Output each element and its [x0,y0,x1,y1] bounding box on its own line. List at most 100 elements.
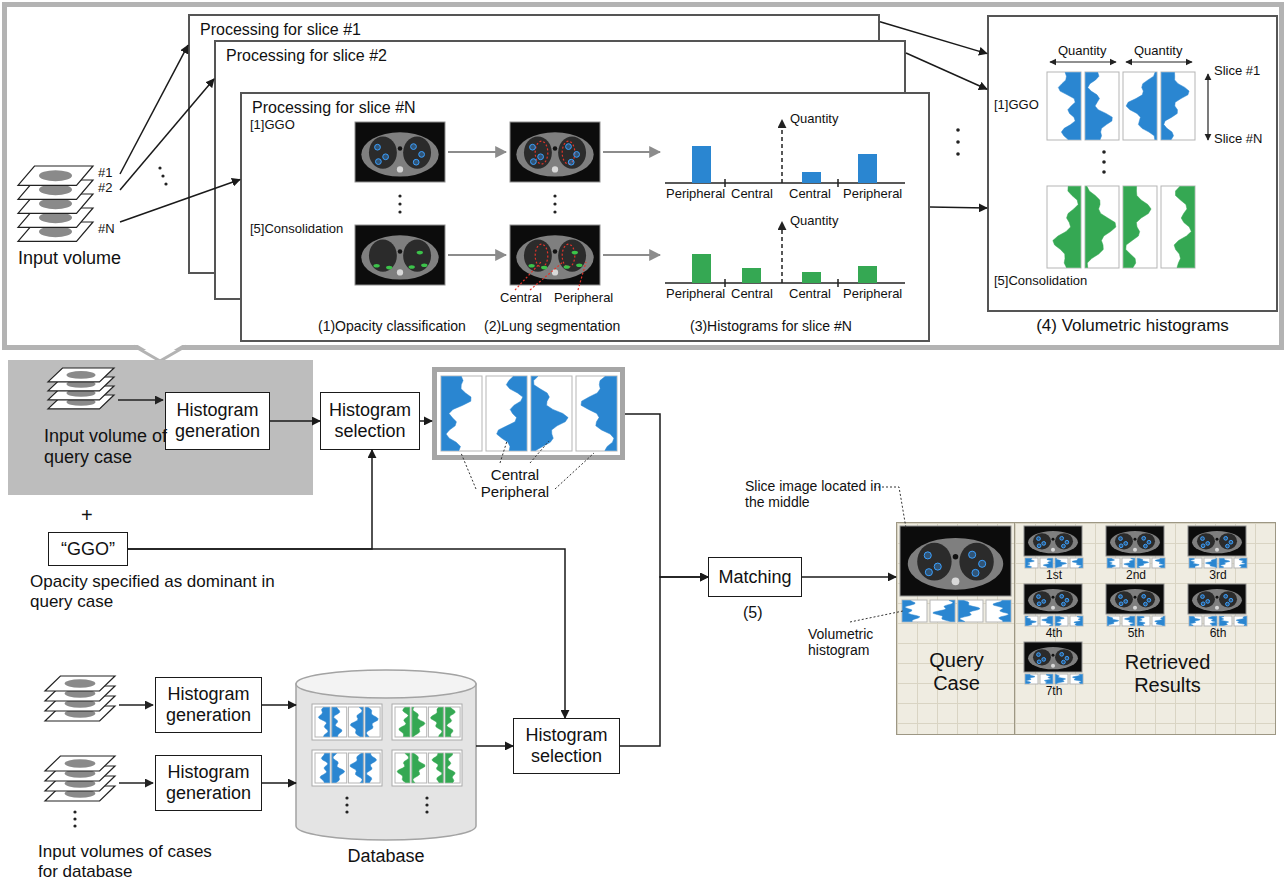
volume-slice [45,756,115,771]
histogram-profile [1155,559,1164,568]
connector [476,745,513,747]
opacity-box: “GGO” [48,532,128,566]
histogram-profile [446,754,456,783]
ct-slice-image [1106,526,1164,556]
node-text: 5th [1106,627,1166,641]
process-arrow [603,151,660,153]
connector [262,782,296,784]
histogram-box [1122,616,1135,626]
process-box: Histogram selection [513,718,620,774]
ct-lung [1197,591,1215,607]
connector [262,704,296,706]
callout-text: Volumetric histogram [808,626,888,658]
histogram-bar [692,146,711,183]
ggo-spot [1144,544,1148,548]
histogram-profile [1056,675,1066,684]
illustration-group [1047,62,1208,268]
plus-sign: + [81,504,93,527]
ggo-spot [1119,537,1123,541]
ellipsis-dot [553,202,556,205]
consolidation-spot [373,264,379,268]
node-illustration [432,367,625,460]
ct-trachea [1216,596,1219,599]
database-card [312,750,382,786]
ggo-spot [375,144,381,150]
ggo-spot [1144,602,1148,606]
histogram-box [1123,186,1157,268]
histogram-profile [431,708,443,737]
ggo-spot [1060,594,1064,598]
ct-slice-image [1188,526,1246,556]
histogram-box [365,707,380,737]
leader-line [515,262,541,290]
ellipsis-dot [161,174,164,177]
ggo-spot [925,569,932,576]
database-body [296,684,476,840]
ggo-spot [1201,537,1205,541]
axis-label: Slice #1 [1214,64,1260,79]
slice-number: #2 [98,181,112,196]
label-holder: Slice #N [1214,132,1262,147]
ct-lung [1055,591,1073,607]
process-box: Histogram selection [320,392,420,450]
text-holder: Histogram selection [514,725,619,766]
connector [620,577,708,746]
ct-background [355,225,445,285]
histogram-box [1025,558,1038,568]
ggo-spot [1060,652,1064,656]
consolidation-spot [386,266,392,270]
ggo-spot [1042,600,1046,604]
database-cylinder: Database [296,668,476,840]
label-holder: Quantity [1058,44,1106,59]
ct-background [1024,526,1082,556]
histogram-box [1085,72,1119,140]
ct-lung [1033,591,1051,607]
label-holder: Central [789,187,831,202]
histogram-box [1161,72,1195,140]
arrow [119,782,153,784]
histogram-image: CentralPeripheral [432,367,625,460]
node-text: “GGO” [61,539,115,560]
node-text: Histogram selection [518,725,615,766]
node-text: Histogram generation [170,400,265,441]
ggo-spot [1226,602,1230,606]
node-illustration [897,523,1016,736]
label-holder: Peripheral [554,291,613,306]
result-thumbnail: 1st [1024,526,1084,582]
consolidation-spot [576,263,582,267]
ggo-spot [1206,542,1210,546]
histogram-box [1040,558,1053,568]
axis-tick [724,179,726,187]
histogram-profile [1086,187,1116,268]
histogram-box [332,707,347,737]
ggo-spot [1147,598,1151,602]
histogram-bar [692,254,711,283]
leader-line [578,262,586,290]
histogram-box [445,753,460,783]
histogram-profile [1138,559,1149,568]
ct-slice-image [1024,642,1082,672]
ggo-spot [574,152,580,158]
text-holder: 2nd [1106,569,1166,583]
volumetric-panel: (4) Volumetric histograms [987,15,1278,312]
ct-body [1028,647,1078,669]
ellipsis-dot [425,803,428,806]
ellipsis-dot [553,210,556,213]
histogram-profile [320,754,329,783]
histogram-box [1025,616,1038,626]
text-holder: Processing for slice #1 [200,21,361,39]
histogram-profile [1043,559,1052,568]
ct-background [1188,526,1246,556]
query-case-cell: Query Case [896,522,1015,735]
axis-label: Central [731,187,773,202]
ggo-spot [969,551,976,558]
ggo-spot [1226,544,1230,548]
node-text: 3rd [1188,569,1248,583]
node-text: Histogram generation [160,762,257,803]
ct-body [1110,531,1160,553]
text-holder: 5th [1106,627,1166,641]
text-holder: Processing for slice #N [252,99,416,117]
leader-line [461,453,476,489]
histogram-profile [350,754,363,783]
